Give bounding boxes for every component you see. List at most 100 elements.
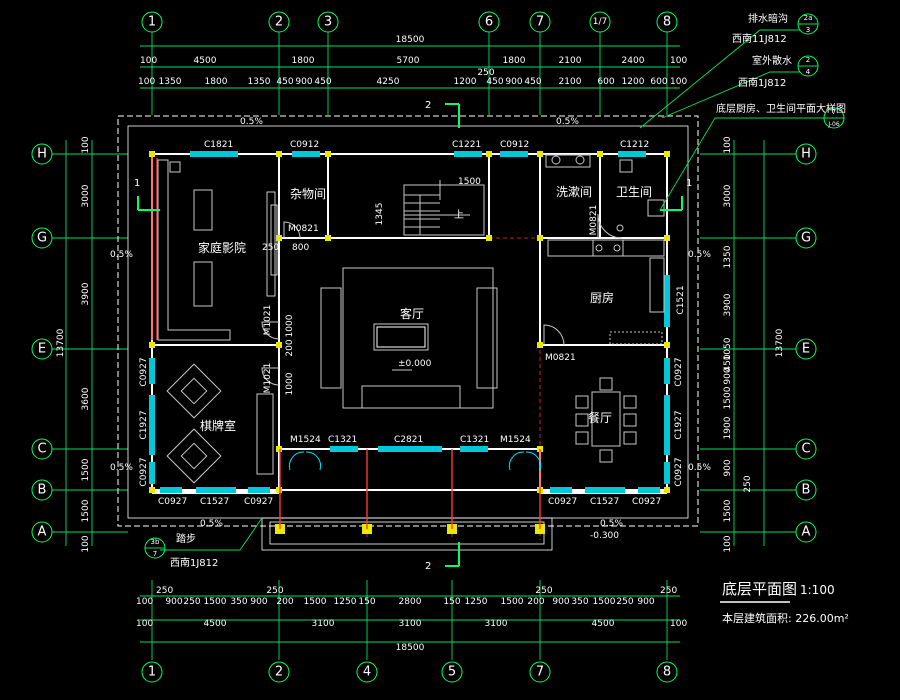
slope-bot-right: 0.5% [600,519,623,529]
axis-bot-4: 4 [363,665,371,680]
win-c0927b: C0927 [139,457,149,486]
dim-bot-r1-6: 250 [266,586,283,596]
win-c0927g: C0927 [548,497,577,507]
note-drain-ref: 西南11J812 [732,32,787,45]
dim-bot-r2-4: 3100 [485,619,508,629]
axis-top-2: 2 [275,15,283,30]
title-block: 底层平面图 1:100 本层建筑面积: 226.00m² [720,580,849,625]
win-c1527a: C1527 [200,497,229,507]
dim-right-10: 1500 [723,499,733,522]
dim-bot-r1-0: 250 [156,586,173,596]
dim-left-1: 3000 [81,184,91,207]
dim-top-r3-4: 450 [276,77,293,87]
axis-left-H: H [37,147,47,162]
dim-top-r2-3: 5700 [397,56,420,66]
apron-sym-bot: 4 [806,68,811,76]
dim-right-6: 900 [723,367,733,384]
dim-bot-r1-15: 200 [527,597,544,607]
dim-bot-r1-12: 150 [443,597,460,607]
dim-top-r2-4: 1800 [503,56,526,66]
dim-bot-r2-0a: 100 [136,597,153,607]
dim-top-r3-12: 450 [524,77,541,87]
win-c1321b: C1321 [460,435,489,445]
win-c0927a: C0927 [139,357,149,386]
dim-top-r2-2: 1800 [292,56,315,66]
stair-width: 1500 [458,177,481,187]
dim-bot-r2-0: 100 [136,619,153,629]
axis-bubbles-left: H G E C B A 13700 100 3000 3900 3600 150… [31,136,128,553]
win-c0927e: C0927 [674,357,684,386]
dim-right-12: 100 [723,535,733,552]
dim-bot-r1-13: 1250 [465,597,488,607]
dim-800: 800 [292,243,309,253]
note-drain: 排水暗沟 [748,12,788,25]
section-mark-bottom: 2 [425,561,431,572]
axis-bot-7: 7 [536,665,544,680]
axis-right-A: A [802,525,811,540]
dim-top-r3-6: 450 [314,77,331,87]
dim-left-6: 100 [81,535,91,552]
note-detail: 底层厨房、卫生间平面大样图 [716,102,846,115]
dim-bot-r1-8: 1500 [304,597,327,607]
note-step-ref: 西南1J812 [170,556,218,569]
dim-top-r3-13: 2100 [559,77,582,87]
note-apron: 室外散水 [752,54,792,67]
dim-top-r2-6: 2400 [622,56,645,66]
win-c1212: C1212 [620,140,649,150]
section-mark-right: 1 [686,178,692,189]
axis-left-G: G [37,231,47,246]
room-labels: 家庭影院 杂物间 客厅 洗漱间 卫生间 厨房 棋牌室 餐厅 ±0.000 -0.… [198,185,652,541]
axis-left-E: E [38,342,46,357]
note-step: 踏步 [176,532,196,545]
dim-top-r3-1: 1350 [159,77,182,87]
win-c1521: C1521 [676,285,686,314]
axis-right-H: H [801,147,811,162]
dim-top-r3-16: 600 [650,77,667,87]
room-dining: 餐厅 [588,410,612,425]
dim-bot-r1-5: 900 [250,597,267,607]
win-c1821: C1821 [204,140,233,150]
axis-left-C: C [37,442,46,457]
axis-bot-8: 8 [663,665,671,680]
step-note: 3b 7 踏步 西南1J812 [144,517,263,569]
axis-bubbles-bottom: 1 2 4 5 7 8 [141,661,678,683]
dim-left-4: 1500 [81,458,91,481]
section-mark-top: 2 [425,100,431,111]
dim-right-0: 100 [723,136,733,153]
dim-bot-r1-20: 250 [616,597,633,607]
dim-top-r3-9: 250 [477,68,494,78]
axis-top-1: 1 [148,15,156,30]
window-labels: C1821 C0912 C1221 C0912 C1212 C1521 C092… [139,140,686,507]
dim-250: 250 [262,243,279,253]
dim-bot-r1-11: 2800 [399,597,422,607]
dim-top-r2-1: 4500 [194,56,217,66]
dim-bot-r2-1: 4500 [204,619,227,629]
dim-bot-total: 18500 [396,643,425,653]
dim-right-11: 250 [743,475,753,492]
stair-length: 1345 [375,203,385,226]
drawing-title: 底层平面图 [722,580,797,598]
dim-top-r2-7: 100 [670,56,687,66]
dim-bot-r1-19: 1500 [593,597,616,607]
win-c0927c: C0927 [158,497,187,507]
slope-bot-left: 0.5% [200,519,223,529]
dim-left-0: 100 [81,136,91,153]
slope-left-bot: 0.5% [110,463,133,473]
furniture [157,154,665,484]
axis-top-6: 6 [485,15,493,30]
elevation-indoor: ±0.000 [398,359,432,369]
dim-top-r3-17: 100 [670,77,687,87]
axis-right-B: B [802,483,811,498]
dim-right-3: 3900 [723,293,733,316]
dim-bot-r1-23: 250 [660,586,677,596]
dim-bot-r1-3: 1500 [204,597,227,607]
dim-right-4: 1050 [723,337,733,360]
dim-bot-r1-2: 250 [183,597,200,607]
axis-top-1-7: 1/7 [593,17,607,27]
dim-top-total: 18500 [396,35,425,45]
drawing-scale: 1:100 [800,583,835,597]
leader-notes: 2a 3 排水暗沟 西南11J812 2 4 室外散水 西南1J812 7 J-… [639,12,846,211]
slope-marks: 0.5% 0.5% 0.5% 0.5% 0.5% 0.5% 0.5% 0.5% … [110,117,711,529]
dim-bot-r1-14: 1500 [501,597,524,607]
